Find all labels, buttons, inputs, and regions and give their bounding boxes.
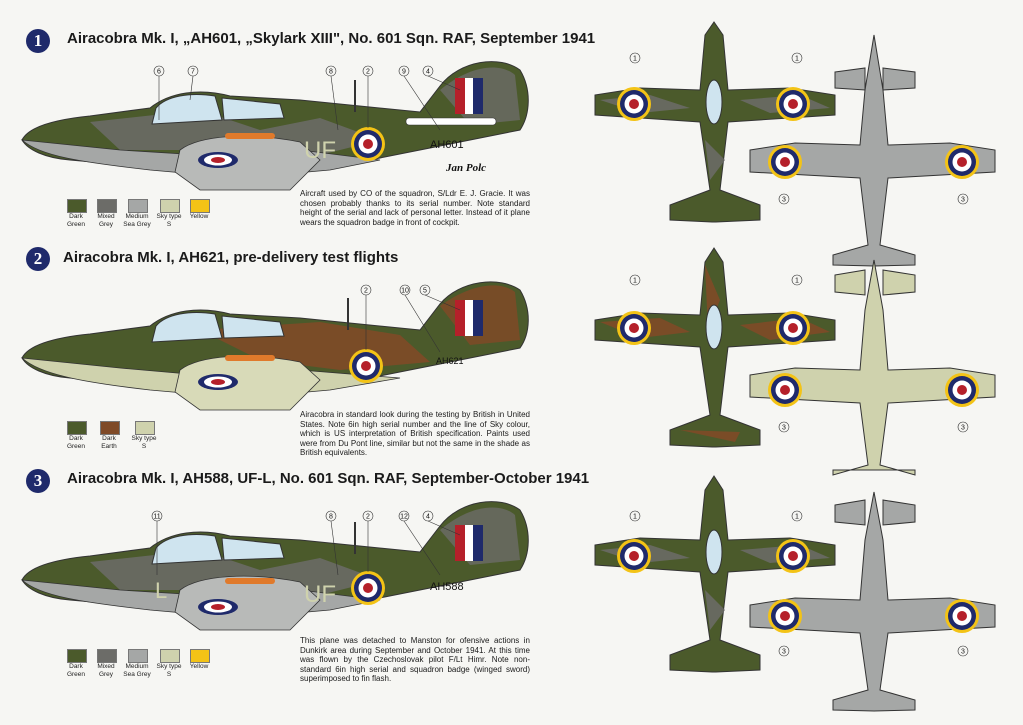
aircraft-2-side: AH621 2 10 5: [20, 281, 529, 411]
callout-9: 9: [402, 69, 406, 76]
aircraft-3-side: L UF AH588 11 8 2 12 4: [20, 501, 529, 631]
aircraft-1-codes: UF: [304, 137, 336, 164]
callout-2c: 2: [366, 514, 370, 521]
swatch-mixed-grey-1: Mixed Grey: [97, 199, 121, 228]
plan-callout-3e: 3: [782, 649, 786, 656]
swatch-mixed-grey-3: Mixed Grey: [97, 649, 121, 678]
lower-plan-3: [749, 491, 996, 712]
aircraft-1-side: UF AH601 6 7 8 2 9 4: [20, 61, 529, 191]
callout-8: 8: [329, 69, 333, 76]
plan-callout-3d: 3: [961, 425, 965, 432]
plan-callout-1d: 1: [795, 278, 799, 285]
aircraft-1-serial: AH601: [430, 139, 464, 151]
plan-callout-1b: 1: [795, 56, 799, 63]
callout-5: 5: [423, 288, 427, 295]
swatch-sky-2: Sky type S: [132, 421, 159, 450]
plan-callout-1c: 1: [633, 278, 637, 285]
aircraft-3-codes: UF: [304, 581, 336, 608]
callout-2b: 2: [364, 288, 368, 295]
swatch-dark-green-1: Dark Green: [67, 199, 91, 228]
plan-callout-3b: 3: [961, 197, 965, 204]
profile-3-number: 3: [26, 469, 50, 493]
profile-2-description: Airacobra in standard look during the te…: [300, 410, 530, 458]
profile-2-number: 2: [26, 247, 50, 271]
profile-1-description: Aircraft used by CO of the squadron, S/L…: [300, 189, 530, 227]
swatch-medium-sea-grey-1: Medium Sea Grey: [123, 199, 152, 228]
plan-callout-1a: 1: [633, 56, 637, 63]
callout-11: 11: [153, 514, 160, 521]
swatch-sky-1: Sky type S: [157, 199, 184, 228]
profile-1-title: Airacobra Mk. I, „AH601, „Skylark XIII",…: [67, 30, 596, 47]
plan-callout-3a: 3: [782, 197, 786, 204]
swatch-medium-sea-grey-3: Medium Sea Grey: [123, 649, 152, 678]
callout-4: 4: [426, 69, 430, 76]
swatch-yellow-3: Yellow: [190, 649, 214, 671]
swatch-dark-green-2: Dark Green: [67, 421, 91, 450]
swatch-dark-green-3: Dark Green: [67, 649, 91, 678]
callout-12: 12: [400, 514, 408, 521]
swatch-yellow-1: Yellow: [190, 199, 214, 221]
profile-3-title: Airacobra Mk. I, AH588, UF-L, No. 601 Sq…: [67, 470, 590, 487]
callout-8c: 8: [329, 514, 333, 521]
callout-4c: 4: [426, 514, 430, 521]
profile-2-title: Airacobra Mk. I, AH621, pre-delivery tes…: [63, 249, 399, 266]
plan-callout-3c: 3: [782, 425, 786, 432]
plan-callout-1e: 1: [633, 514, 637, 521]
artist-signature: Jan Polc: [446, 162, 487, 174]
swatch-sky-3: Sky type S: [157, 649, 184, 678]
upper-plan-3: [594, 475, 836, 673]
lower-plan-2: [749, 259, 996, 476]
callout-10: 10: [401, 288, 409, 295]
lower-plan-1: [749, 34, 996, 267]
upper-plan-1: [594, 21, 836, 223]
profile-1-number: 1: [26, 29, 50, 53]
callout-7: 7: [191, 69, 195, 76]
plan-callout-3f: 3: [961, 649, 965, 656]
plan-callout-1f: 1: [795, 514, 799, 521]
profile-3-description: This plane was detached to Manston for o…: [300, 636, 530, 684]
upper-plan-2: [594, 247, 836, 448]
aircraft-3-letter: L: [155, 578, 167, 603]
callout-6: 6: [157, 69, 161, 76]
aircraft-2-serial: AH621: [436, 356, 464, 366]
swatch-dark-earth-2: Dark Earth: [100, 421, 124, 450]
aircraft-3-serial: AH588: [430, 581, 464, 593]
plan-views: 1 1 3 3 1 1 3 3 1 1 3 3: [594, 21, 996, 712]
callout-2: 2: [366, 69, 370, 76]
